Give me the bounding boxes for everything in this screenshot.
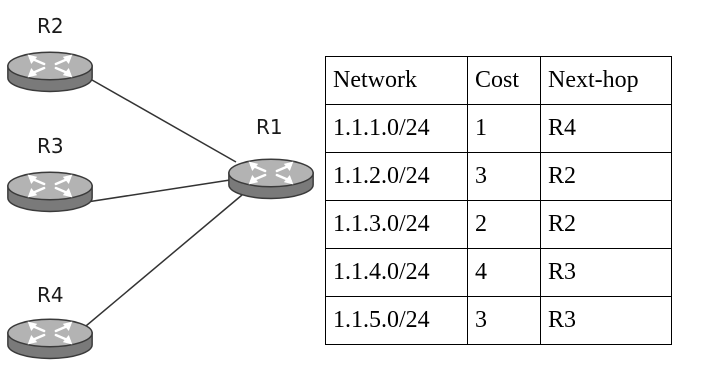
table-row: 1.1.2.0/24 3 R2 [325, 152, 672, 201]
cell-next-hop: R3 [540, 248, 672, 297]
table-row: 1.1.1.0/24 1 R4 [325, 104, 672, 153]
router-r4: R4 [6, 283, 94, 360]
cell-cost: 3 [467, 296, 541, 345]
router-icon [6, 318, 94, 360]
cell-next-hop: R2 [540, 152, 672, 201]
router-r2: R2 [6, 14, 94, 93]
router-r1: R1 [227, 115, 315, 200]
cell-network: 1.1.2.0/24 [325, 152, 468, 201]
link-r3-r1 [86, 179, 231, 203]
router-label-r2: R2 [37, 14, 64, 38]
link-r4-r1 [73, 194, 243, 337]
router-r3: R3 [6, 134, 94, 213]
cell-next-hop: R4 [540, 104, 672, 153]
routing-table-header: Network Cost Next-hop [325, 56, 672, 105]
cell-cost: 3 [467, 152, 541, 201]
cell-network: 1.1.5.0/24 [325, 296, 468, 345]
cell-cost: 1 [467, 104, 541, 153]
router-icon [227, 158, 315, 200]
cell-cost: 2 [467, 200, 541, 249]
table-row: 1.1.3.0/24 2 R2 [325, 200, 672, 249]
header-network: Network [325, 56, 468, 105]
cell-network: 1.1.4.0/24 [325, 248, 468, 297]
router-label-r1: R1 [256, 115, 283, 139]
network-topology-diagram: R2 R3 R4 R1 [6, 14, 315, 360]
cell-next-hop: R3 [540, 296, 672, 345]
cell-next-hop: R2 [540, 200, 672, 249]
cell-network: 1.1.1.0/24 [325, 104, 468, 153]
table-row: 1.1.4.0/24 4 R3 [325, 248, 672, 297]
cell-cost: 4 [467, 248, 541, 297]
cell-network: 1.1.3.0/24 [325, 200, 468, 249]
link-r2-r1 [84, 75, 237, 163]
header-next-hop: Next-hop [540, 56, 672, 105]
table-row: 1.1.5.0/24 3 R3 [325, 296, 672, 345]
router-label-r3: R3 [37, 134, 64, 158]
router-icon [6, 51, 94, 93]
router-icon [6, 171, 94, 213]
header-cost: Cost [467, 56, 541, 105]
routing-table: Network Cost Next-hop 1.1.1.0/24 1 R4 1.… [325, 56, 672, 345]
router-label-r4: R4 [37, 283, 64, 307]
